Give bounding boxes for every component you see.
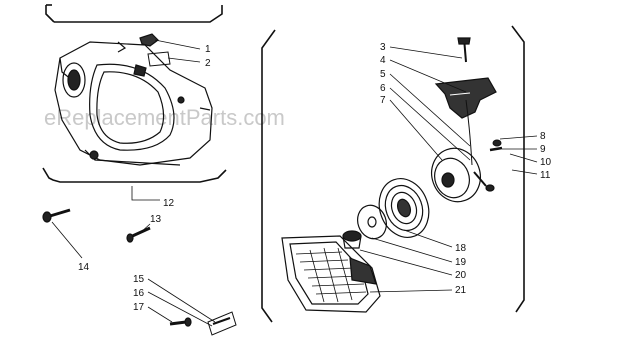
callout-8: 8: [540, 131, 546, 142]
spring-washer: [357, 204, 387, 240]
callout-10: 10: [540, 157, 552, 168]
callout-9: 9: [540, 144, 546, 155]
starter-housing: [281, 235, 381, 313]
part-2-plate: [147, 51, 171, 67]
callout-6: 6: [380, 83, 386, 94]
part-14-bolt: [42, 208, 83, 259]
part-16-label: [207, 311, 237, 336]
part-13-screw: [126, 223, 151, 243]
cover-housing: [54, 41, 213, 166]
callout-11: 11: [540, 170, 551, 181]
callout-21: 21: [455, 285, 467, 296]
recoil-spring: [378, 178, 430, 238]
starter-group-brackets: [261, 25, 525, 323]
callout-1: 1: [205, 44, 211, 55]
callout-12: 12: [163, 198, 175, 209]
leaders-bottom-left: [147, 278, 216, 327]
leaders-right: [359, 46, 538, 293]
part-9-screw: [489, 146, 503, 152]
leaders-top-left: [131, 39, 201, 201]
callout-13: 13: [150, 214, 162, 225]
watermark-text: eReplacementParts.com: [44, 105, 285, 130]
callout-19: 19: [455, 257, 467, 268]
callout-17: 17: [133, 302, 145, 313]
cover-group-frame: [42, 4, 227, 183]
part-17-screw: [169, 317, 192, 327]
starter-knob: [342, 230, 362, 249]
callout-18: 18: [455, 243, 467, 254]
callout-7: 7: [380, 95, 386, 106]
callout-2: 2: [205, 58, 211, 69]
starter-pulley: [431, 147, 495, 203]
starter-handle: [434, 37, 497, 119]
starter-rope: [465, 99, 473, 166]
callout-15: 15: [133, 274, 145, 285]
callout-3: 3: [380, 42, 386, 53]
part-1-cap: [139, 33, 159, 47]
callout-16: 16: [133, 288, 145, 299]
callout-4: 4: [380, 55, 386, 66]
part-8-washer: [492, 139, 502, 147]
callout-14: 14: [78, 262, 90, 273]
callout-20: 20: [455, 270, 467, 281]
callout-5: 5: [380, 69, 386, 80]
